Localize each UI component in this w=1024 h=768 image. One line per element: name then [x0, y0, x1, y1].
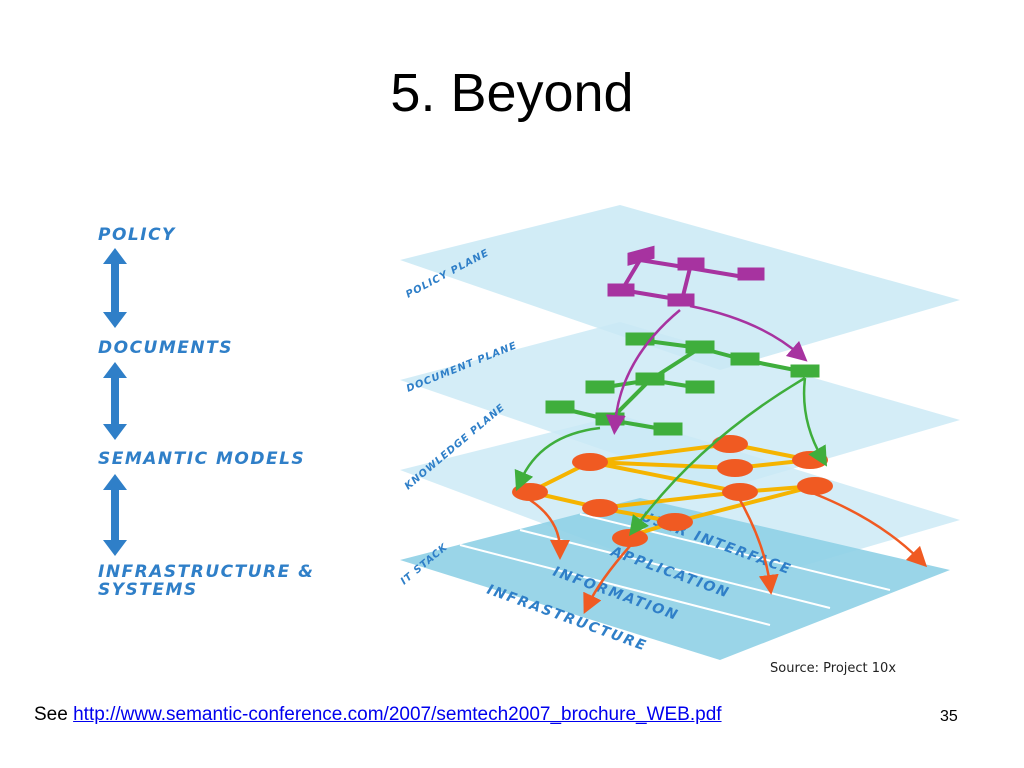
policy-to-document-arrows [605, 304, 808, 435]
label-documents: DOCUMENTS [98, 338, 233, 358]
stack-divider [519, 529, 831, 609]
label-infrastructure: INFRASTRUCTURE & [98, 562, 315, 582]
double-arrow-icon [103, 474, 127, 556]
stack-divider [459, 544, 771, 626]
label-semantic-models: SEMANTIC MODELS [98, 449, 306, 469]
knowledge-to-stack-arrows [529, 492, 928, 615]
it-stack-plane [400, 498, 950, 660]
brochure-link[interactable]: http://www.semantic-conference.com/2007/… [73, 704, 722, 725]
policy-nodes [607, 245, 765, 307]
page-number: 35 [940, 708, 958, 725]
document-to-knowledge-arrows [514, 376, 828, 537]
source-caption: Source: Project 10x [770, 661, 897, 676]
label-policy: POLICY [98, 225, 176, 245]
label-systems: SYSTEMS [98, 580, 198, 600]
double-arrow-icon [103, 362, 127, 440]
double-arrow-icon [103, 248, 127, 328]
footer-reference: See http://www.semantic-conference.com/2… [34, 704, 722, 726]
policy-plane [400, 205, 960, 370]
footer-prefix: See [34, 704, 68, 725]
slide-title: 5. Beyond [390, 63, 634, 123]
